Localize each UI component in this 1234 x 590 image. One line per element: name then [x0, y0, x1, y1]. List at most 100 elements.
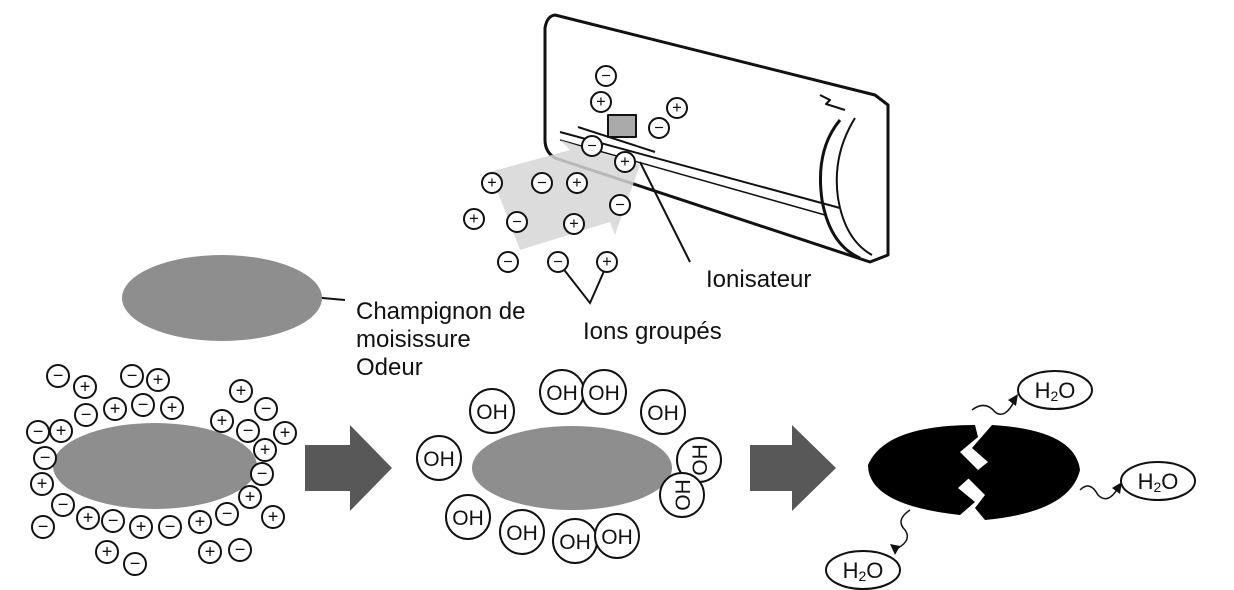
water-molecule: H2O — [825, 550, 901, 590]
ion-sign: + — [83, 507, 94, 527]
positive-ion: + — [590, 91, 612, 113]
negative-ion: − — [74, 403, 98, 427]
ion-sign: + — [280, 422, 291, 442]
ion-sign: − — [257, 463, 268, 483]
pollutant-label-line2: moisissure — [356, 326, 471, 353]
air-conditioner-unit — [543, 13, 890, 264]
positive-ion: + — [238, 485, 262, 509]
negative-ion: − — [581, 135, 603, 157]
ion-sign: − — [537, 174, 547, 192]
positive-ion: + — [273, 421, 297, 445]
ion-sign: + — [569, 215, 579, 233]
hydroxyl-radical: OH — [552, 518, 598, 564]
ion-sign: − — [38, 516, 49, 536]
ion-sign: + — [205, 541, 216, 561]
ion-sign: + — [195, 511, 206, 531]
oh-text: OH — [546, 382, 578, 405]
hydroxyl-radical: OH — [640, 389, 686, 435]
positive-ion: + — [229, 379, 253, 403]
ion-sign: − — [222, 503, 233, 523]
water-molecule: H2O — [1120, 461, 1196, 501]
negative-ion: − — [46, 364, 70, 388]
positive-ion: + — [129, 515, 153, 539]
ion-sign: + — [153, 369, 164, 389]
ion-sign: − — [503, 253, 513, 271]
positive-ion: + — [566, 172, 588, 194]
positive-ion: + — [73, 375, 97, 399]
pollutant-surrounded-by-oh — [472, 426, 672, 510]
ion-sign: − — [235, 539, 246, 559]
ion-sign: − — [615, 196, 625, 214]
h2o-text: H2O — [843, 558, 884, 584]
ionizer-label: Ionisateur — [706, 266, 812, 293]
ion-sign: − — [108, 510, 119, 530]
negative-ion: − — [123, 552, 147, 576]
ion-sign: + — [110, 398, 121, 418]
hydroxyl-radical: OH — [469, 388, 515, 434]
destroyed-pollutant — [868, 425, 1080, 520]
positive-ion: + — [188, 510, 212, 534]
positive-ion: + — [261, 505, 285, 529]
release-arrowheads — [890, 394, 1122, 555]
h2o-text: H2O — [1035, 378, 1076, 404]
negative-ion: − — [120, 364, 144, 388]
positive-ion: + — [563, 213, 585, 235]
ion-sign: − — [654, 119, 664, 137]
positive-ion: + — [210, 409, 234, 433]
positive-ion: + — [146, 368, 170, 392]
oh-text: OH — [452, 507, 484, 530]
ion-sign: + — [268, 506, 279, 526]
hydroxyl-radical: OH — [499, 509, 545, 555]
oh-text: OH — [601, 526, 633, 549]
negative-ion: − — [31, 515, 55, 539]
ion-sign: + — [102, 541, 113, 561]
oh-text: OH — [672, 479, 695, 511]
negative-ion: − — [506, 211, 528, 233]
oh-text: OH — [588, 382, 620, 405]
ion-sign: + — [620, 153, 630, 171]
negative-ion: − — [648, 117, 670, 139]
ion-sign: − — [165, 516, 176, 536]
water-molecule: H2O — [1017, 370, 1093, 410]
hydroxyl-radical: OH — [445, 494, 491, 540]
negative-ion: − — [254, 397, 278, 421]
ion-sign: + — [602, 253, 612, 271]
positive-ion: + — [666, 97, 688, 119]
positive-ion: + — [49, 419, 73, 443]
positive-ion: + — [76, 506, 100, 530]
process-arrow-2 — [750, 425, 836, 511]
negative-ion: − — [497, 251, 519, 273]
negative-ion: − — [236, 419, 260, 443]
ion-sign: − — [601, 67, 611, 85]
ion-sign: − — [587, 137, 597, 155]
ion-sign: + — [469, 210, 479, 228]
negative-ion: − — [33, 446, 57, 470]
hydroxyl-radical: OH — [581, 369, 627, 415]
ion-sign: − — [33, 421, 44, 441]
hydroxyl-radical: OH — [594, 513, 640, 559]
positive-ion: + — [463, 208, 485, 230]
ion-sign: − — [58, 494, 69, 514]
negative-ion: − — [51, 493, 75, 517]
release-arrows — [897, 399, 1119, 549]
pollutant-label-line1: Champignon de — [356, 298, 526, 325]
positive-ion: + — [160, 396, 184, 420]
positive-ion: + — [596, 251, 618, 273]
positive-ion: + — [253, 438, 277, 462]
ion-sign: + — [245, 486, 256, 506]
negative-ion: − — [158, 515, 182, 539]
positive-ion: + — [95, 540, 119, 564]
hydroxyl-radical: OH — [659, 472, 705, 518]
ion-sign: − — [53, 365, 64, 385]
ion-sign: + — [572, 174, 582, 192]
ion-sign: − — [243, 420, 254, 440]
positive-ion: + — [30, 472, 54, 496]
negative-ion: − — [26, 420, 50, 444]
ion-sign: + — [136, 516, 147, 536]
ion-sign: + — [672, 99, 682, 117]
ion-sign: − — [261, 398, 272, 418]
ion-sign: − — [138, 394, 149, 414]
ion-sign: + — [217, 410, 228, 430]
ion-sign: − — [40, 447, 51, 467]
